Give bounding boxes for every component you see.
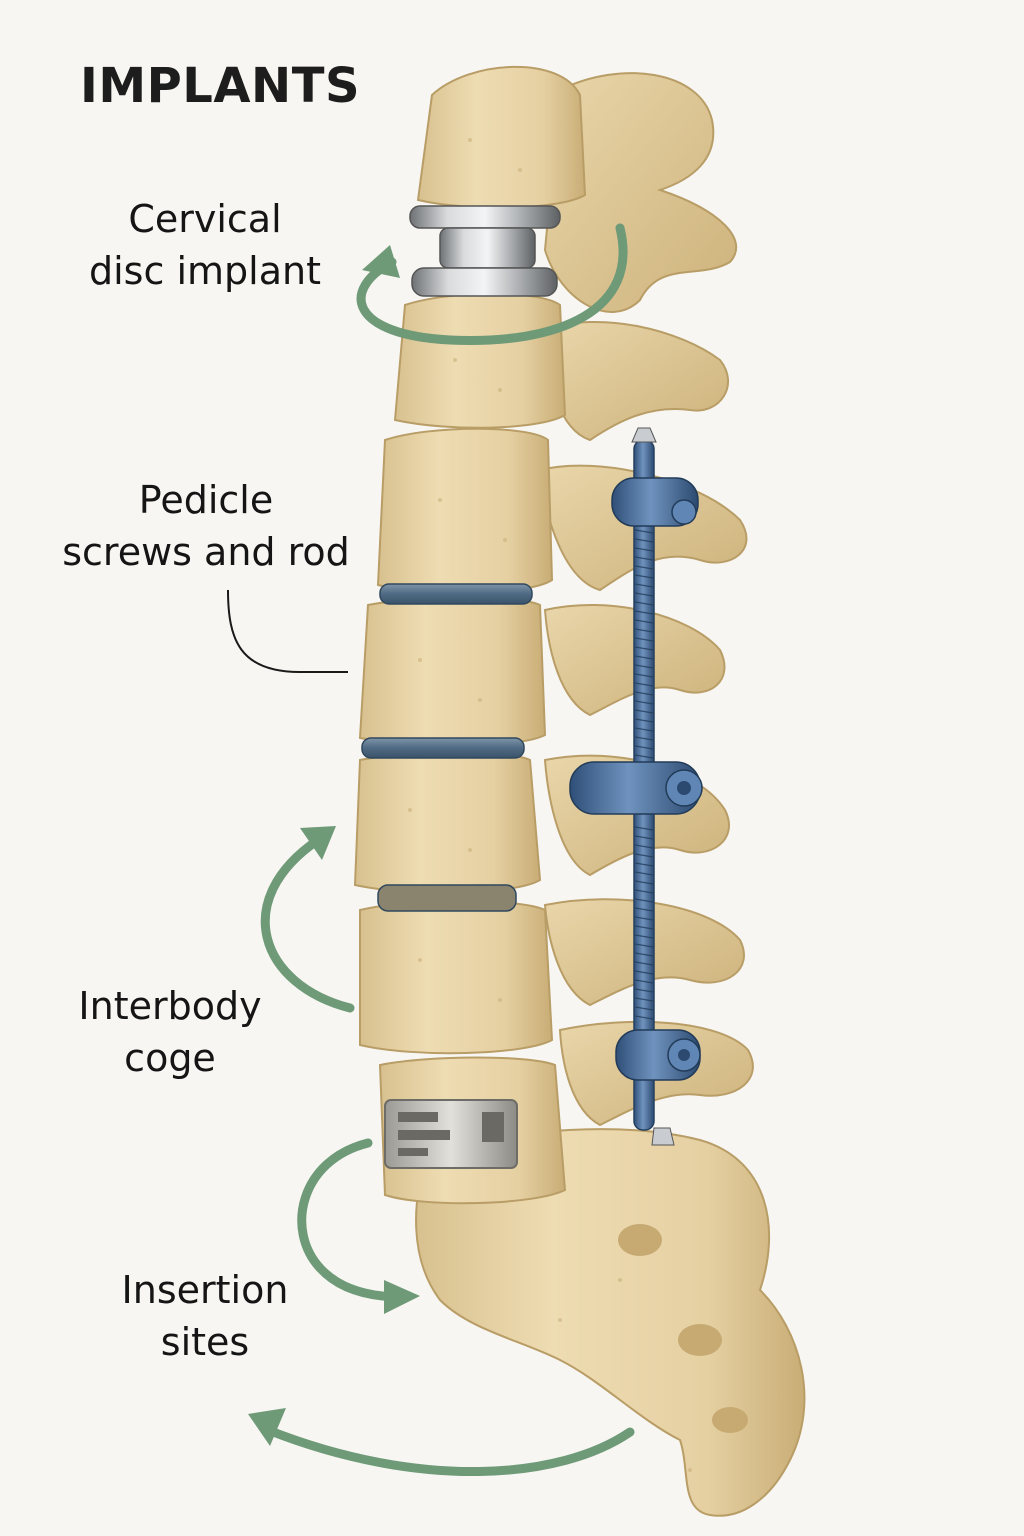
rod-thread [634, 529, 654, 534]
rod-thread [634, 916, 654, 921]
rod-thread [634, 754, 654, 759]
rod-thread [634, 844, 654, 849]
rod-thread [634, 880, 654, 885]
label-line: disc implant [89, 249, 321, 293]
disc-spacers [361, 583, 533, 912]
rod-thread [634, 979, 654, 984]
curved-arrows [260, 223, 635, 1476]
rod-thread [634, 889, 654, 894]
rod-thread [634, 898, 654, 903]
rod-thread [634, 826, 654, 831]
label-line: Insertion [121, 1268, 289, 1312]
rod-thread [634, 835, 654, 840]
rod-thread [634, 952, 654, 957]
rod-thread [634, 943, 654, 948]
arrowheads [248, 245, 420, 1446]
interbody-cage [384, 1099, 518, 1169]
rod-thread [634, 637, 654, 642]
rod-thread [634, 547, 654, 552]
rod-thread [634, 736, 654, 741]
rod-thread [634, 718, 654, 723]
rod-thread [634, 601, 654, 606]
rod-thread [634, 997, 654, 1002]
label-line: screws and rod [62, 530, 350, 574]
rod-thread [634, 961, 654, 966]
curved-arrow-icon [384, 1280, 420, 1314]
rod-thread [634, 871, 654, 876]
label-line: sites [160, 1320, 250, 1364]
rod-thread [634, 700, 654, 705]
label-line: Pedicle [138, 478, 274, 522]
rod-thread [634, 745, 654, 750]
curved-arrow-icon [356, 223, 628, 345]
rod-thread [634, 583, 654, 588]
rod-thread [634, 682, 654, 687]
rod-thread [634, 574, 654, 579]
label-interbody-cage: Interbody coge [60, 980, 280, 1084]
cervical-disc-implant [409, 205, 561, 297]
rod-thread [634, 970, 654, 975]
rod-thread [634, 610, 654, 615]
rod-thread [634, 1015, 654, 1020]
rod-thread [634, 619, 654, 624]
rod-thread [634, 655, 654, 660]
rod-thread [634, 664, 654, 669]
curved-arrow-icon [248, 1408, 286, 1446]
rod-thread [634, 691, 654, 696]
rod-and-screws [569, 427, 703, 1146]
rod-thread [634, 988, 654, 993]
label-pedicle-screws-and-rod: Pedicle screws and rod [56, 474, 356, 578]
label-line: coge [124, 1036, 216, 1080]
label-insertion-sites: Insertion sites [95, 1264, 315, 1368]
rod-thread [634, 853, 654, 858]
leader-line [227, 589, 348, 673]
sacrum [415, 1128, 806, 1517]
rod-thread [634, 565, 654, 570]
rod-thread [634, 934, 654, 939]
curved-arrow-icon [300, 826, 336, 860]
rod-thread [634, 727, 654, 732]
rod-thread [634, 556, 654, 561]
curved-arrow-icon [362, 245, 400, 278]
rod-thread [634, 709, 654, 714]
curved-arrow-icon [260, 835, 355, 1013]
rod-thread [634, 646, 654, 651]
rod-thread [634, 628, 654, 633]
label-line: Cervical [128, 197, 282, 241]
page-title: IMPLANTS [80, 58, 361, 114]
rod-thread [634, 592, 654, 597]
rod-thread [634, 673, 654, 678]
rod-thread [634, 538, 654, 543]
label-cervical-disc-implant: Cervical disc implant [70, 193, 340, 297]
rod-thread [634, 862, 654, 867]
rod-thread [634, 925, 654, 930]
bone-texture [408, 138, 692, 1472]
curved-arrow-icon [297, 1138, 407, 1302]
rod-thread [634, 907, 654, 912]
label-line: Interbody [78, 984, 262, 1028]
rod-thread [634, 1006, 654, 1011]
curved-arrow-icon [263, 1425, 635, 1476]
